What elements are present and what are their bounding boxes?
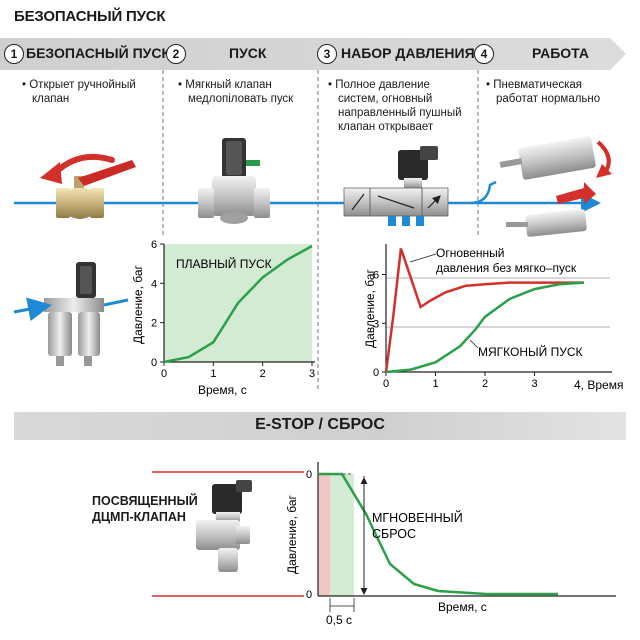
instant-annotation-line1: Огновенный xyxy=(436,246,505,260)
chart1-xtick-label: 2 xyxy=(260,368,266,380)
instant-leader-line xyxy=(409,253,437,263)
chart2-xtick-label: 2 xyxy=(482,378,488,390)
pneumatic-cylinder-2-icon xyxy=(506,209,587,237)
estop-pressure-curve xyxy=(318,472,558,596)
frl-inlet-arrow xyxy=(13,297,52,322)
soft-annotation: МЯГКОНЫЙ ПУСК xyxy=(478,344,583,359)
rotate-arrowhead-icon xyxy=(40,162,62,184)
chart2-ytick-label: 6 xyxy=(373,270,379,282)
chart2-xtick-label: 1 xyxy=(433,378,439,390)
chart1-ytick-label: 0 xyxy=(151,357,157,369)
pressure-build-chart: 0 1 2 3 0 3 6 Огновенный давления без мягко–пу… xyxy=(363,244,623,392)
extend-arrow-icon xyxy=(556,182,596,204)
estop-release-band xyxy=(330,474,354,596)
chart2-xtick-label: 3 xyxy=(532,378,538,390)
estop-annotation-line1: МГНОВЕННЫЙ xyxy=(372,510,463,525)
frl-unit-icon xyxy=(44,262,104,366)
step-1-label: БЕЗОПАСНЫЙ ПУСК xyxy=(26,45,171,61)
chart2-xtick-label: 0 xyxy=(383,378,389,390)
instant-pressure-curve xyxy=(384,248,584,373)
step-4-number: 4 xyxy=(474,44,494,64)
chart1-xtick-label: 0 xyxy=(161,368,167,380)
estop-chart: МГНОВЕННЫЙ СБРОС 0 0 0,5 с Время, с Давл… xyxy=(285,462,616,627)
soft-start-valve-icon xyxy=(198,138,270,224)
dump-valve-label: ПОСВЯЩЕННЫЙ ДЦМП-КЛАПАН xyxy=(92,494,198,524)
solenoid-valve-icon xyxy=(343,146,449,226)
step-2-label: ПУСК xyxy=(229,45,267,61)
chart3-ytick-top: 0 xyxy=(306,469,312,481)
chart3-x-label: Время, с xyxy=(438,600,487,614)
soft-start-chart: 0 1 2 3 0 2 4 6 ПЛАВНЫЙ ПУСК Время, с Давление,… xyxy=(131,239,315,397)
chart1-ytick-label: 6 xyxy=(151,239,157,251)
step-bar xyxy=(0,38,626,70)
ball-valve-icon xyxy=(56,160,136,219)
chart1-x-label: Время, с xyxy=(198,383,247,397)
step-3-number: 3 xyxy=(317,44,337,64)
soft-start-curve xyxy=(163,244,313,364)
step-dividers xyxy=(162,70,479,390)
step-2-number: 2 xyxy=(166,44,186,64)
step-4-description: • Пневматическая работат нормально xyxy=(486,79,601,105)
chart2-ytick-label: 0 xyxy=(373,367,379,379)
chart1-ytick-label: 4 xyxy=(151,278,157,290)
chart3-y-label: Давление, баг xyxy=(285,494,299,574)
step-4-label: РАБОТА xyxy=(532,45,589,61)
estop-title: E-STOP / СБРОС xyxy=(255,416,385,433)
soft-leader-line xyxy=(469,339,479,349)
frl-outlet-line xyxy=(103,298,129,307)
pneumatic-cylinder-icon xyxy=(499,136,596,180)
step-3-label: НАБОР ДАВЛЕНИЯ xyxy=(341,45,475,61)
estop-bar xyxy=(14,412,626,440)
step-3-description: • Полное давление систем, огновный напра… xyxy=(328,79,462,133)
chart3-ytick-bottom: 0 xyxy=(306,589,312,601)
chart1-y-label: Давление, баг xyxy=(131,264,145,344)
step-1-description: • Открыет ручнойный клапан xyxy=(22,79,136,105)
chart2-x-label: 4, Время xyxy=(574,378,623,392)
page-title: БЕЗОПАСНЫЙ ПУСК xyxy=(14,8,166,25)
soft-start-annotation: ПЛАВНЫЙ ПУСК xyxy=(176,256,272,271)
step-2-description: • Мягкный клапан медлопіловать пуск xyxy=(178,79,294,105)
chart1-ytick-label: 2 xyxy=(151,318,157,330)
estop-instant-band xyxy=(318,474,330,596)
step-1-number: 1 xyxy=(4,44,24,64)
chart2-ytick-label: 3 xyxy=(373,318,379,330)
soft-pressure-curve xyxy=(385,281,585,374)
chart1-xtick-label: 3 xyxy=(309,368,315,380)
estop-annotation-line2: СБРОС xyxy=(372,527,416,541)
chart2-y-label: Давление, баг xyxy=(363,268,377,348)
instant-annotation-line2: давления без мягко–пуск xyxy=(436,261,577,275)
dump-valve-icon xyxy=(196,480,252,572)
chart1-xtick-label: 1 xyxy=(210,368,216,380)
estop-span-label: 0,5 с xyxy=(326,613,352,627)
